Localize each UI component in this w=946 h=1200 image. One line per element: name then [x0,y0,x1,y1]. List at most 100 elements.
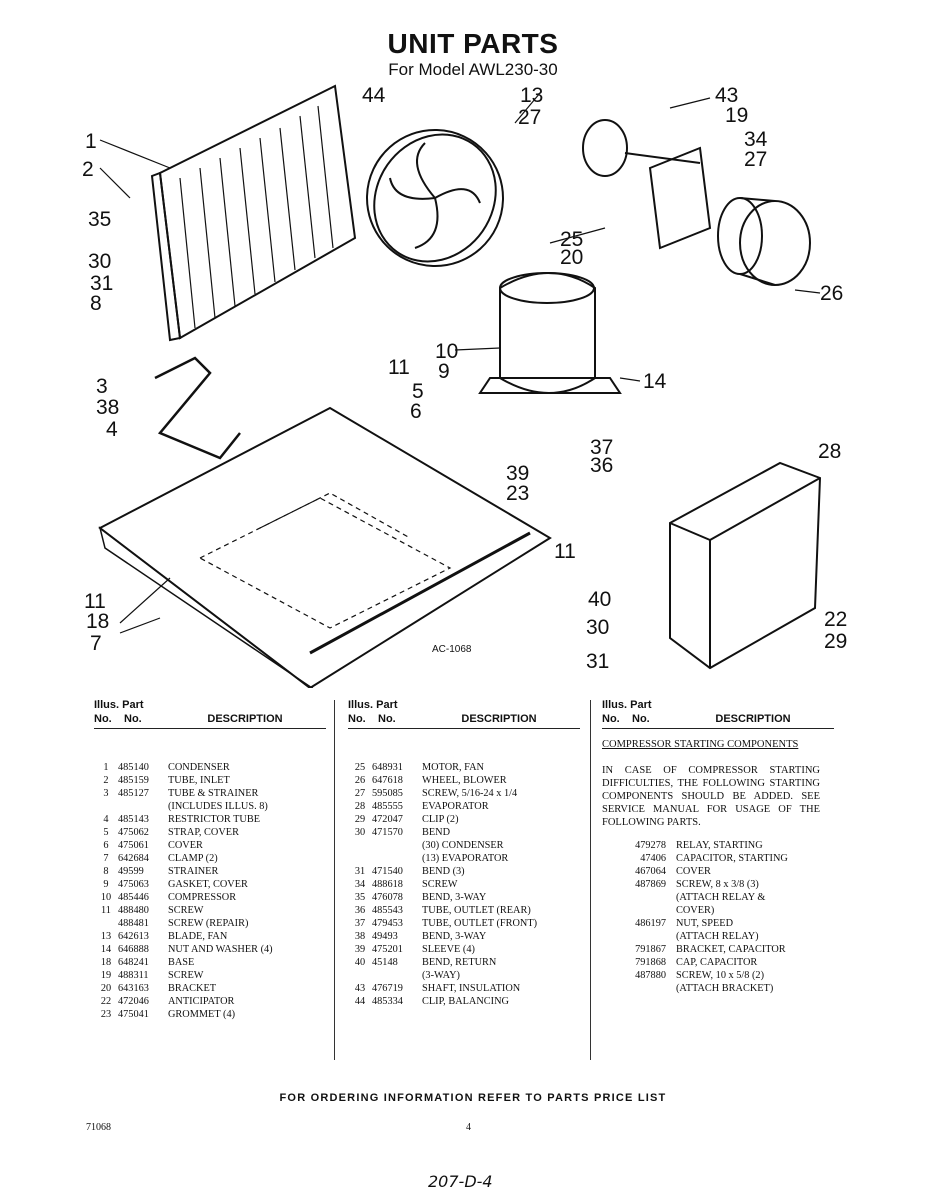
part-desc: EVAPORATOR [422,801,489,812]
part-row: 791868 CAP, CAPACITOR [602,956,834,969]
illus-no: 28 [354,801,366,812]
part-desc: GASKET, COVER [168,879,248,890]
part-no: 488481 [118,918,149,929]
illus-no: 1 [103,762,109,773]
part-no [372,839,422,852]
column-divider [590,700,591,1060]
part-no: 472047 [372,814,403,825]
callout-label: 1 [85,130,97,153]
callout-label: 37 [590,436,613,459]
part-no: 476078 [372,892,403,903]
illus-no: 43 [354,983,366,994]
part-no: 791868 [635,957,666,968]
part-no: 472046 [118,996,149,1007]
part-desc: CAP, CAPACITOR [676,957,758,968]
part-desc: (13) EVAPORATOR [422,853,509,864]
callout-label: 11 [388,356,410,379]
illus-no: 20 [100,983,112,994]
illus-no: 31 [354,866,366,877]
part-no [372,852,422,865]
part-desc: (ATTACH BRACKET) [676,983,774,994]
part-no [602,982,676,995]
illus-no: 13 [100,931,112,942]
callout-label: 3 [96,375,108,398]
illus-no: 34 [354,879,366,890]
part-no: 487869 [635,879,666,890]
part-desc: TUBE, OUTLET (FRONT) [422,918,538,929]
part-no: 485140 [118,762,149,773]
part-no: 45148 [372,957,398,968]
part-row: 487869 SCREW, 8 x 3/8 (3) [602,878,834,891]
part-desc: STRAINER [168,866,219,877]
part-row: (ATTACH RELAY & [602,891,834,904]
part-no: 485334 [372,996,403,1007]
part-no: 479453 [372,918,403,929]
callout-label: 13 [520,84,543,107]
column-header: Illus. Part No. No. DESCRIPTION [94,698,326,729]
illus-no: 2 [103,775,109,786]
part-desc: BEND, 3-WAY [422,892,487,903]
illus-no: 44 [354,996,366,1007]
illus-no [348,969,372,982]
fan-blade-drawing [366,129,504,267]
illus-no: 27 [354,788,366,799]
part-desc: SCREW [168,970,204,981]
handwritten-note: 207-D-4 [428,1172,493,1191]
part-desc: SCREW [422,879,458,890]
blower-wheel-drawing [739,200,811,286]
no-header: No. [348,713,366,725]
ordering-note: FOR ORDERING INFORMATION REFER TO PARTS … [279,1092,667,1104]
callout-label: 40 [588,588,611,611]
compressor-drawing [499,272,596,394]
callout-label: 26 [820,282,843,305]
illus-no: 19 [100,970,112,981]
part-no: 476719 [372,983,403,994]
part-desc: BRACKET, CAPACITOR [676,944,786,955]
illus-no [94,917,118,930]
part-no: 791867 [635,944,666,955]
part-desc: BEND (3) [422,866,465,877]
part-desc: RELAY, STARTING [676,840,763,851]
page-number: 4 [466,1122,471,1133]
callout-label: 11 [554,540,576,563]
illus-no: 30 [354,827,366,838]
part-no: 475063 [118,879,149,890]
part-row: COVER) [602,904,834,917]
illus-no: 40 [354,957,366,968]
callout-label: 28 [818,440,841,463]
callout-label: 44 [362,84,386,107]
part-row: 43 476719 SHAFT, INSULATION [348,982,580,995]
part-no: 487880 [635,970,666,981]
column-header: Illus. Part No. No. DESCRIPTION [348,698,580,729]
illus-no: 8 [103,866,109,877]
no-header: No. [124,713,142,725]
part-desc: SHAFT, INSULATION [422,983,521,994]
no-header: No. [378,713,396,725]
illus-header: Illus. [602,699,628,711]
part-no [372,969,422,982]
callout-label: 9 [438,360,450,383]
no-header: No. [94,713,112,725]
part-no: 486197 [635,918,666,929]
part-desc: SCREW, 8 x 3/8 (3) [676,879,759,890]
